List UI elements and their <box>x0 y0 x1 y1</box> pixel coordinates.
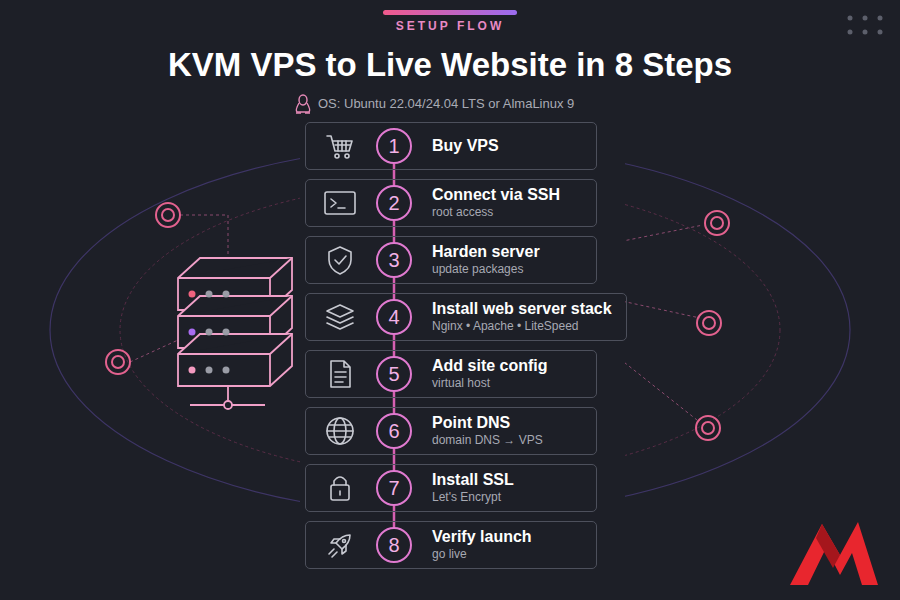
step-number-circle: 5 <box>376 356 412 392</box>
timeline-line <box>393 449 396 470</box>
step-box: Point DNSdomain DNS → VPS 6 <box>305 407 597 455</box>
step-number-circle: 1 <box>376 128 412 164</box>
timeline-line <box>393 164 396 185</box>
server-illustration <box>178 258 292 409</box>
timeline-line <box>393 221 396 242</box>
step-number: 1 <box>388 136 399 156</box>
step-box: Harden serverupdate packages 3 <box>305 236 597 284</box>
step-icon <box>325 136 355 557</box>
step-text: Buy VPS <box>432 123 499 169</box>
step-number: 3 <box>388 250 399 270</box>
step-number-circle: 4 <box>376 299 412 335</box>
step-detail: domain DNS → VPS <box>432 433 543 449</box>
step-box: Connect via SSHroot access 2 <box>305 179 597 227</box>
step-box: Install SSLLet's Encrypt 7 <box>305 464 597 512</box>
step-text: Verify launchgo live <box>432 522 532 568</box>
step-title: Harden server <box>432 242 540 261</box>
step-title: Add site config <box>432 356 548 375</box>
step-title: Connect via SSH <box>432 185 560 204</box>
column-ground <box>300 118 625 575</box>
step-text: Point DNSdomain DNS → VPS <box>432 408 543 454</box>
step-title: Install SSL <box>432 470 514 489</box>
step-text: Install SSLLet's Encrypt <box>432 465 514 511</box>
step-number-circle: 8 <box>376 527 412 563</box>
step-number: 6 <box>388 421 399 441</box>
os-subtitle: OS: Ubuntu 22.04/24.04 LTS or AlmaLinux … <box>318 96 574 111</box>
step-text: Install web server stackNginx • Apache •… <box>432 294 612 340</box>
brand-logo <box>790 522 878 585</box>
step-number-circle: 3 <box>376 242 412 278</box>
timeline-line <box>393 392 396 413</box>
step-text: Harden serverupdate packages <box>432 237 540 283</box>
dot-grid <box>848 16 883 35</box>
step-box: Buy VPS 1 <box>305 122 597 170</box>
step-box: Install web server stackNginx • Apache •… <box>305 293 627 341</box>
step-box: Verify launchgo live 8 <box>305 521 597 569</box>
step-title: Point DNS <box>432 413 543 432</box>
step-text: Add site configvirtual host <box>432 351 548 397</box>
diagram-title: KVM VPS to Live Website in 8 Steps <box>0 46 900 84</box>
step-title: Install web server stack <box>432 299 612 318</box>
step-detail: virtual host <box>432 376 548 392</box>
step-detail: root access <box>432 205 560 221</box>
timeline-line <box>393 278 396 299</box>
step-title: Buy VPS <box>432 136 499 155</box>
step-box: Add site configvirtual host 5 <box>305 350 597 398</box>
section-tag: SETUP FLOW <box>0 19 900 33</box>
step-detail: go live <box>432 547 532 563</box>
step-detail: Nginx • Apache • LiteSpeed <box>432 319 612 335</box>
step-number: 5 <box>388 364 399 384</box>
step-number: 4 <box>388 307 399 327</box>
step-number-circle: 7 <box>376 470 412 506</box>
step-detail: update packages <box>432 262 540 278</box>
step-number: 8 <box>388 535 399 555</box>
step-text: Connect via SSHroot access <box>432 180 560 226</box>
accent-bar <box>383 10 517 15</box>
step-number-circle: 6 <box>376 413 412 449</box>
step-title: Verify launch <box>432 527 532 546</box>
status-light <box>189 291 230 374</box>
timeline-line <box>393 335 396 356</box>
linux-icon <box>296 95 310 113</box>
timeline-line <box>393 506 396 527</box>
step-number-circle: 2 <box>376 185 412 221</box>
step-number: 2 <box>388 193 399 213</box>
step-detail: Let's Encrypt <box>432 490 514 506</box>
step-number: 7 <box>388 478 399 498</box>
